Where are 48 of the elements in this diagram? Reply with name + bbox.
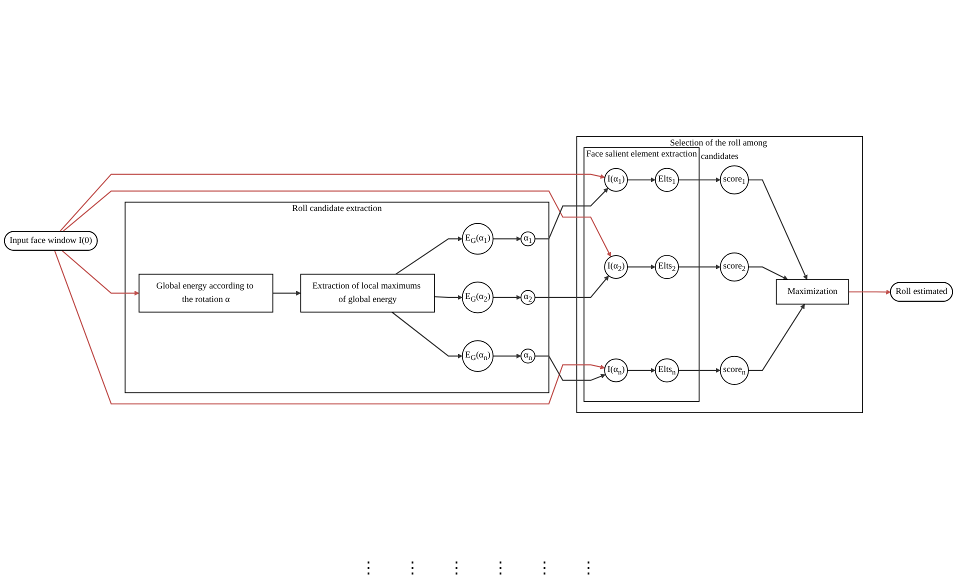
node-circle: I(α$_{1}$) [604, 168, 628, 192]
arrow [434, 295, 463, 300]
node-circle: E$_{G}$(α$_{1}$) [462, 224, 494, 256]
node-circle: score$_{1}$ [720, 166, 749, 195]
ellipsis-mark: ⋮ [580, 560, 596, 577]
arrow [62, 190, 612, 258]
arrow [678, 178, 721, 183]
node-box: Extraction of local maximums of global energy [300, 274, 435, 313]
arrow [627, 178, 656, 183]
ellipsis-mark: ⋮ [404, 560, 420, 577]
node-box: Global energy according to the rotation α [138, 274, 274, 313]
arrow [678, 368, 721, 374]
arrow [395, 236, 463, 276]
arrow [392, 312, 463, 359]
arrow [493, 354, 522, 359]
arrow [493, 236, 522, 242]
ellipsis-mark: ⋮ [360, 560, 376, 577]
arrow [493, 295, 522, 300]
node-circle: Elts$_{2}$ [654, 255, 679, 280]
node-circle: score$_{2}$ [720, 252, 749, 282]
arrow [848, 290, 891, 295]
node-circle: Elts$_{n}$ [654, 358, 679, 383]
arrow [627, 368, 656, 374]
ellipsis-mark: ⋮ [448, 560, 464, 577]
ellipsis-mark: ⋮ [536, 560, 552, 577]
node-circle: E$_{G}$(α$_{n}$) [462, 340, 494, 372]
arrow [678, 264, 721, 270]
arrow [59, 174, 606, 232]
node-circle: score$_{n}$ [720, 356, 749, 386]
arrow [627, 264, 656, 270]
node-circle: I(α$_{n}$) [604, 358, 628, 383]
arrow [534, 188, 608, 240]
node-circle: E$_{G}$(α$_{2}$) [462, 282, 494, 314]
node-circle: α$_{2}$ [520, 290, 536, 306]
arrow [272, 291, 301, 296]
arrow [534, 356, 606, 382]
arrow [748, 266, 788, 280]
node-circle: Elts$_{1}$ [654, 168, 679, 192]
node-circle: α$_{1}$ [520, 232, 536, 247]
node-circle: I(α$_{2}$) [604, 256, 628, 280]
arrow [748, 180, 808, 280]
node-box: Maximization [776, 280, 850, 305]
arrow [748, 304, 805, 372]
arrow [54, 250, 606, 405]
ellipsis-mark: ⋮ [492, 560, 508, 577]
arrow [534, 276, 609, 298]
arrow [62, 250, 140, 296]
node-circle: α$_{n}$ [520, 349, 536, 364]
